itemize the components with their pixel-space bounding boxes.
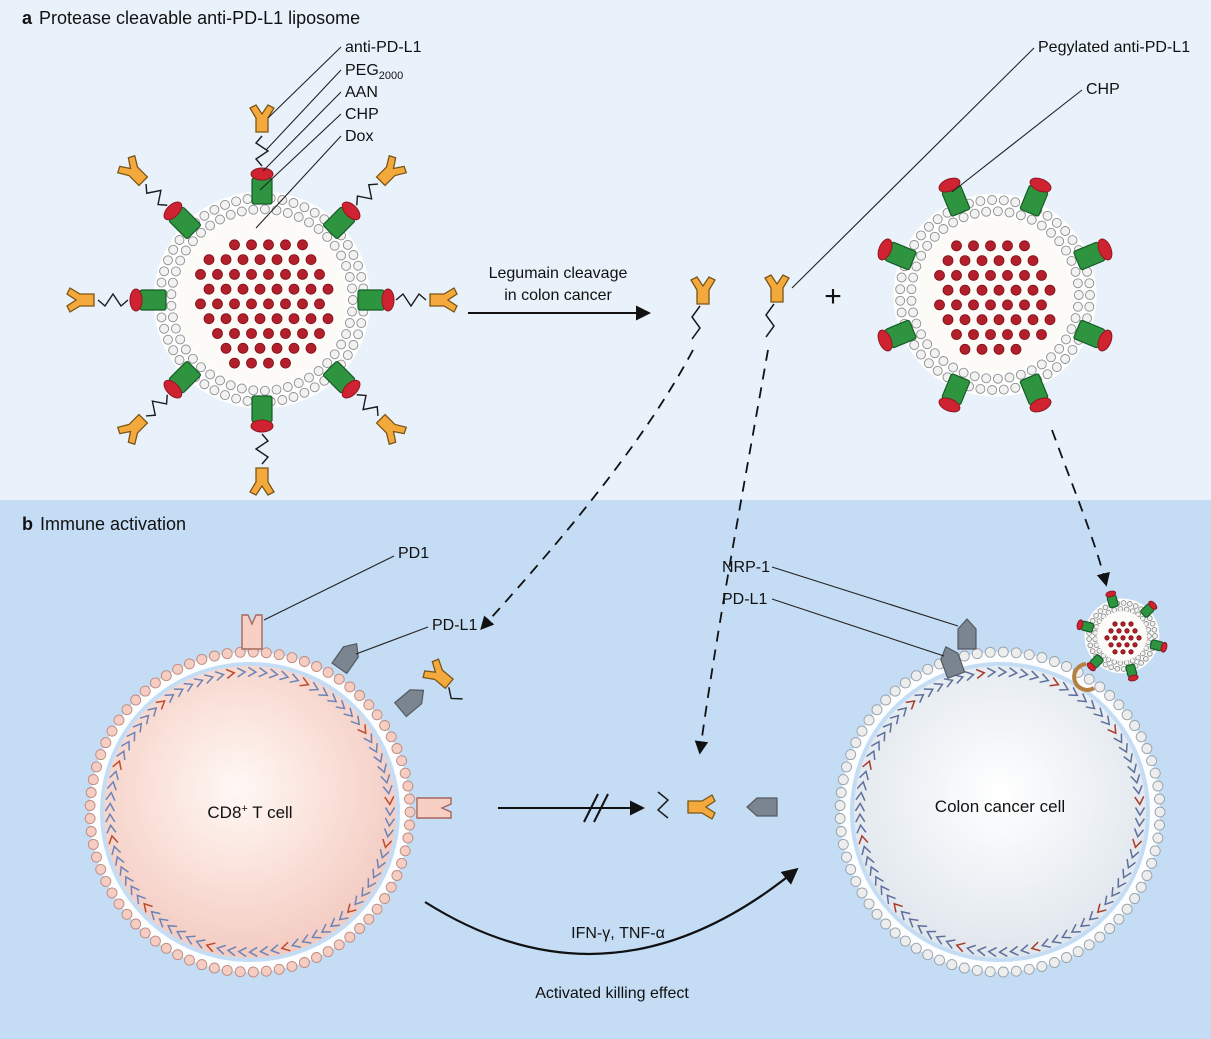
label-aan: AAN	[345, 84, 378, 101]
label-nrp1: NRP-1	[722, 559, 770, 576]
killing-effect-label: Activated killing effect	[535, 985, 689, 1002]
leader-pdl1-tcell	[355, 626, 429, 655]
leader-chp	[259, 113, 342, 191]
peg-tail-icon	[656, 791, 670, 819]
leader-aan	[262, 91, 342, 172]
leader-anti-pdl1	[267, 46, 342, 119]
label-pdl1-cancer: PD-L1	[722, 591, 767, 608]
leader-pdl1-cancer	[771, 598, 945, 657]
plus-sign: +	[824, 280, 842, 313]
label-peg2000: PEG2000	[345, 62, 403, 82]
nrp1-hook-icon	[1072, 662, 1096, 692]
leader-dox	[255, 135, 342, 229]
label-chp-right: CHP	[1086, 81, 1120, 98]
cd8-t-cell-body	[84, 646, 416, 978]
label-pdl1-tcell: PD-L1	[432, 617, 477, 634]
killing-effect-arrow	[424, 867, 799, 956]
peg-tail-icon	[448, 687, 463, 700]
leader-peg	[265, 69, 342, 151]
label-dox: Dox	[345, 128, 373, 145]
label-pegylated-anti-pdl1: Pegylated anti-PD-L1	[1038, 39, 1190, 56]
cytokines-label: IFN-γ, TNF-α	[571, 925, 665, 942]
free-pegylated-antibody-2	[764, 274, 790, 338]
liposome-internalized-small	[1076, 590, 1168, 682]
free-pegylated-antibody-1	[690, 276, 716, 340]
peg-tail-icon	[691, 305, 701, 340]
label-pd1: PD1	[398, 545, 429, 562]
dashed-arrow-antibody-to-tcell	[480, 349, 694, 631]
label-chp: CHP	[345, 106, 379, 123]
dashed-arrow-antibody-to-pdl1	[694, 349, 769, 755]
cancer-cell-name: Colon cancer cell	[935, 797, 1065, 816]
label-anti-pdl1: anti-PD-L1	[345, 39, 422, 56]
liposome-after-cleavage	[877, 177, 1113, 413]
reaction-caption-line1: Legumain cleavage	[489, 265, 628, 282]
reaction-caption-line2: in colon cancer	[504, 287, 612, 304]
colon-cancer-cell-body	[834, 646, 1166, 978]
leader-nrp1	[771, 566, 959, 627]
block-slash-1	[583, 793, 599, 823]
leader-pegylated-antibody	[791, 47, 1035, 289]
leader-pd1	[263, 555, 395, 621]
leader-chp-right	[951, 89, 1083, 193]
block-slash-2	[593, 793, 609, 823]
t-cell-name: CD8+ T cell	[207, 803, 292, 822]
antibody-binding-pdl1	[420, 656, 463, 700]
peg-tail-icon	[765, 303, 775, 338]
dashed-arrow-liposome-to-cancer	[1051, 429, 1110, 587]
